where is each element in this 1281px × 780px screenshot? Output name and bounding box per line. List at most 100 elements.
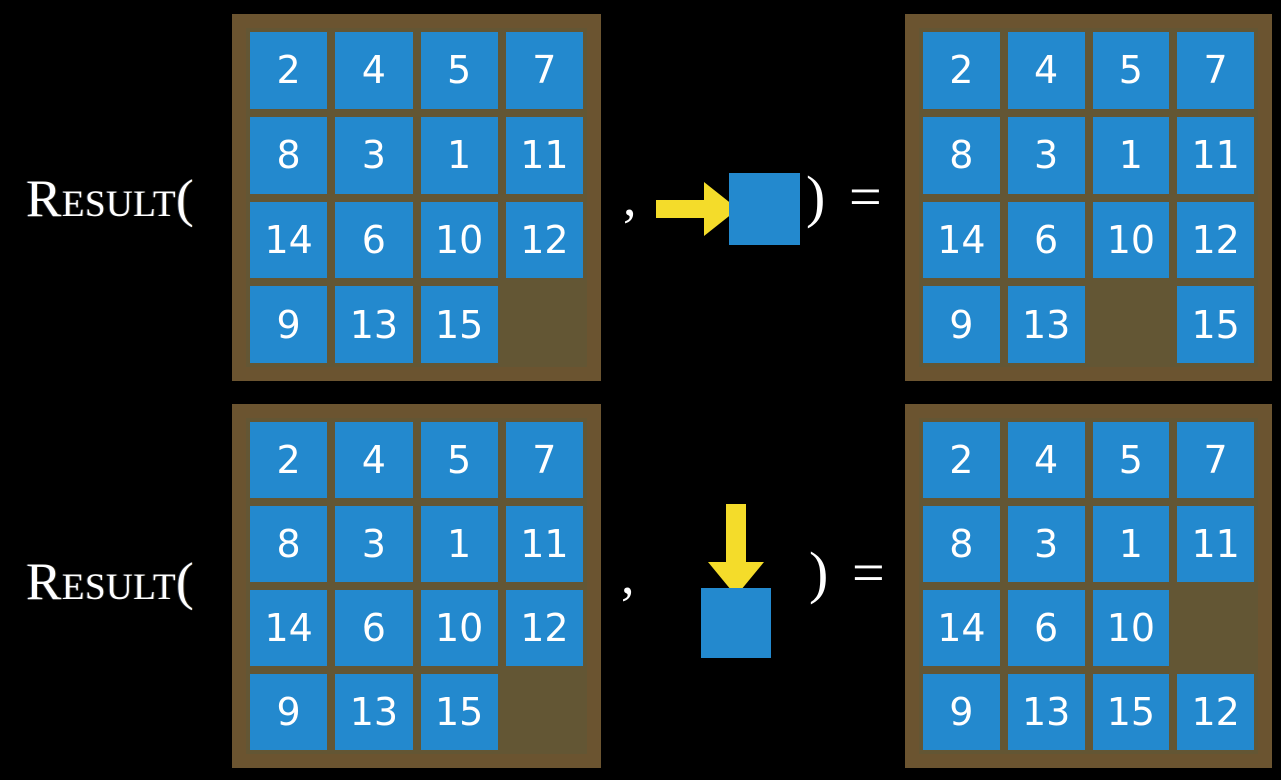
puzzle-tile-cell[interactable]: 10 bbox=[1089, 586, 1174, 670]
tile-value: 13 bbox=[1007, 286, 1085, 363]
puzzle-tile-cell[interactable]: 12 bbox=[1173, 670, 1258, 754]
puzzle-tile-cell[interactable]: 6 bbox=[331, 198, 416, 283]
puzzle-tile-cell[interactable]: 13 bbox=[331, 670, 416, 754]
puzzle-tile-cell[interactable]: 1 bbox=[417, 502, 502, 586]
puzzle-tile-cell[interactable]: 9 bbox=[246, 670, 331, 754]
puzzle-tile-cell[interactable]: 6 bbox=[1004, 586, 1089, 670]
puzzle-tile-cell[interactable]: 14 bbox=[919, 198, 1004, 283]
puzzle-tile-cell[interactable]: 2 bbox=[246, 418, 331, 502]
puzzle-tile-cell[interactable]: 11 bbox=[1173, 502, 1258, 586]
tile-value: 15 bbox=[1177, 286, 1254, 363]
argument-separator-comma: , bbox=[621, 545, 635, 605]
puzzle-tile-cell[interactable]: 5 bbox=[1089, 418, 1174, 502]
equals-sign: = bbox=[852, 540, 885, 605]
puzzle-tile-cell[interactable]: 14 bbox=[919, 586, 1004, 670]
puzzle-tile-cell[interactable]: 4 bbox=[1004, 28, 1089, 113]
puzzle-tile-cell[interactable]: 3 bbox=[1004, 502, 1089, 586]
tile-value: 6 bbox=[1007, 201, 1085, 279]
empty-slot bbox=[502, 282, 587, 367]
tile-value: 6 bbox=[1007, 590, 1085, 666]
tile-value: 5 bbox=[420, 422, 498, 498]
tile-value: 1 bbox=[420, 116, 498, 194]
puzzle-tile-cell[interactable]: 2 bbox=[919, 418, 1004, 502]
puzzle-tile-cell[interactable]: 13 bbox=[1004, 670, 1089, 754]
tile-value: 5 bbox=[420, 32, 498, 109]
tile-value: 5 bbox=[1092, 32, 1170, 109]
tile-value: 4 bbox=[1007, 422, 1085, 498]
empty-tile bbox=[1093, 286, 1170, 363]
tile-value: 11 bbox=[505, 116, 583, 194]
tile-value: 1 bbox=[1092, 116, 1170, 194]
puzzle-tile-cell[interactable]: 13 bbox=[331, 282, 416, 367]
tile-value: 13 bbox=[1007, 674, 1085, 750]
puzzle-tile-cell[interactable]: 2 bbox=[919, 28, 1004, 113]
puzzle-tile-cell[interactable]: 9 bbox=[919, 670, 1004, 754]
puzzle-tile-cell[interactable]: 1 bbox=[417, 113, 502, 198]
puzzle-tile-cell[interactable]: 11 bbox=[1173, 113, 1258, 198]
tile-value: 6 bbox=[335, 201, 413, 279]
puzzle-tile-cell[interactable]: 11 bbox=[502, 113, 587, 198]
tile-value: 3 bbox=[335, 116, 413, 194]
puzzle-tile-cell[interactable]: 6 bbox=[1004, 198, 1089, 283]
puzzle-tile-cell[interactable]: 9 bbox=[246, 282, 331, 367]
puzzle-tile-cell[interactable]: 15 bbox=[1089, 670, 1174, 754]
puzzle-tile-cell[interactable]: 9 bbox=[919, 282, 1004, 367]
puzzle-tile-cell[interactable]: 8 bbox=[246, 502, 331, 586]
arrow-down-icon bbox=[708, 504, 764, 596]
puzzle-tile-cell[interactable]: 1 bbox=[1089, 113, 1174, 198]
tile-value: 11 bbox=[1177, 506, 1254, 582]
puzzle-tile-cell[interactable]: 2 bbox=[246, 28, 331, 113]
puzzle-tile-cell[interactable]: 12 bbox=[1173, 198, 1258, 283]
puzzle-tile-cell[interactable]: 3 bbox=[331, 113, 416, 198]
puzzle-tile-cell[interactable]: 11 bbox=[502, 502, 587, 586]
puzzle-tile-cell[interactable]: 14 bbox=[246, 586, 331, 670]
puzzle-tile-cell[interactable]: 4 bbox=[331, 418, 416, 502]
tile-value: 6 bbox=[335, 590, 413, 666]
puzzle-tile-cell[interactable]: 12 bbox=[502, 198, 587, 283]
tile-value: 12 bbox=[1177, 674, 1254, 750]
empty-slot bbox=[1173, 586, 1258, 670]
tile-value: 13 bbox=[335, 286, 413, 363]
arrow-right-icon bbox=[656, 182, 738, 236]
puzzle-tile-cell[interactable]: 5 bbox=[1089, 28, 1174, 113]
puzzle-tile-cell[interactable]: 7 bbox=[502, 28, 587, 113]
puzzle-tile-cell[interactable]: 3 bbox=[331, 502, 416, 586]
puzzle-tile-cell[interactable]: 8 bbox=[919, 502, 1004, 586]
puzzle-tile-cell[interactable]: 7 bbox=[1173, 418, 1258, 502]
puzzle-tile-cell[interactable]: 3 bbox=[1004, 113, 1089, 198]
tile-value: 3 bbox=[1007, 116, 1085, 194]
puzzle-tile-cell[interactable]: 15 bbox=[417, 670, 502, 754]
tile-value: 1 bbox=[1092, 506, 1170, 582]
tile-value: 2 bbox=[250, 32, 328, 109]
tile-value: 12 bbox=[505, 201, 583, 279]
tile-value: 8 bbox=[923, 506, 1000, 582]
puzzle-tile-cell[interactable]: 7 bbox=[502, 418, 587, 502]
puzzle-tile-cell[interactable]: 6 bbox=[331, 586, 416, 670]
puzzle-tile-cell[interactable]: 14 bbox=[246, 198, 331, 283]
puzzle-tile-cell[interactable]: 15 bbox=[1173, 282, 1258, 367]
tile-value: 1 bbox=[420, 506, 498, 582]
puzzle-tile-cell[interactable]: 13 bbox=[1004, 282, 1089, 367]
puzzle-tile-cell[interactable]: 1 bbox=[1089, 502, 1174, 586]
tile-value: 10 bbox=[420, 201, 498, 279]
puzzle-tile-cell[interactable]: 15 bbox=[417, 282, 502, 367]
puzzle-tile-cell[interactable]: 4 bbox=[1004, 418, 1089, 502]
puzzle-tile-cell[interactable]: 10 bbox=[417, 586, 502, 670]
puzzle-tile-cell[interactable]: 10 bbox=[1089, 198, 1174, 283]
puzzle-tile-cell[interactable]: 4 bbox=[331, 28, 416, 113]
puzzle-tile-cell[interactable]: 12 bbox=[502, 586, 587, 670]
puzzle-tile-cell[interactable]: 10 bbox=[417, 198, 502, 283]
puzzle-tile-cell[interactable]: 7 bbox=[1173, 28, 1258, 113]
puzzle-tile-cell[interactable]: 8 bbox=[246, 113, 331, 198]
closing-paren: ) bbox=[806, 164, 826, 229]
tile-value: 8 bbox=[250, 116, 328, 194]
puzzle-tile-cell[interactable]: 8 bbox=[919, 113, 1004, 198]
tile-value: 14 bbox=[923, 201, 1000, 279]
puzzle-tile-cell[interactable]: 5 bbox=[417, 28, 502, 113]
puzzle-tile-cell[interactable]: 5 bbox=[417, 418, 502, 502]
